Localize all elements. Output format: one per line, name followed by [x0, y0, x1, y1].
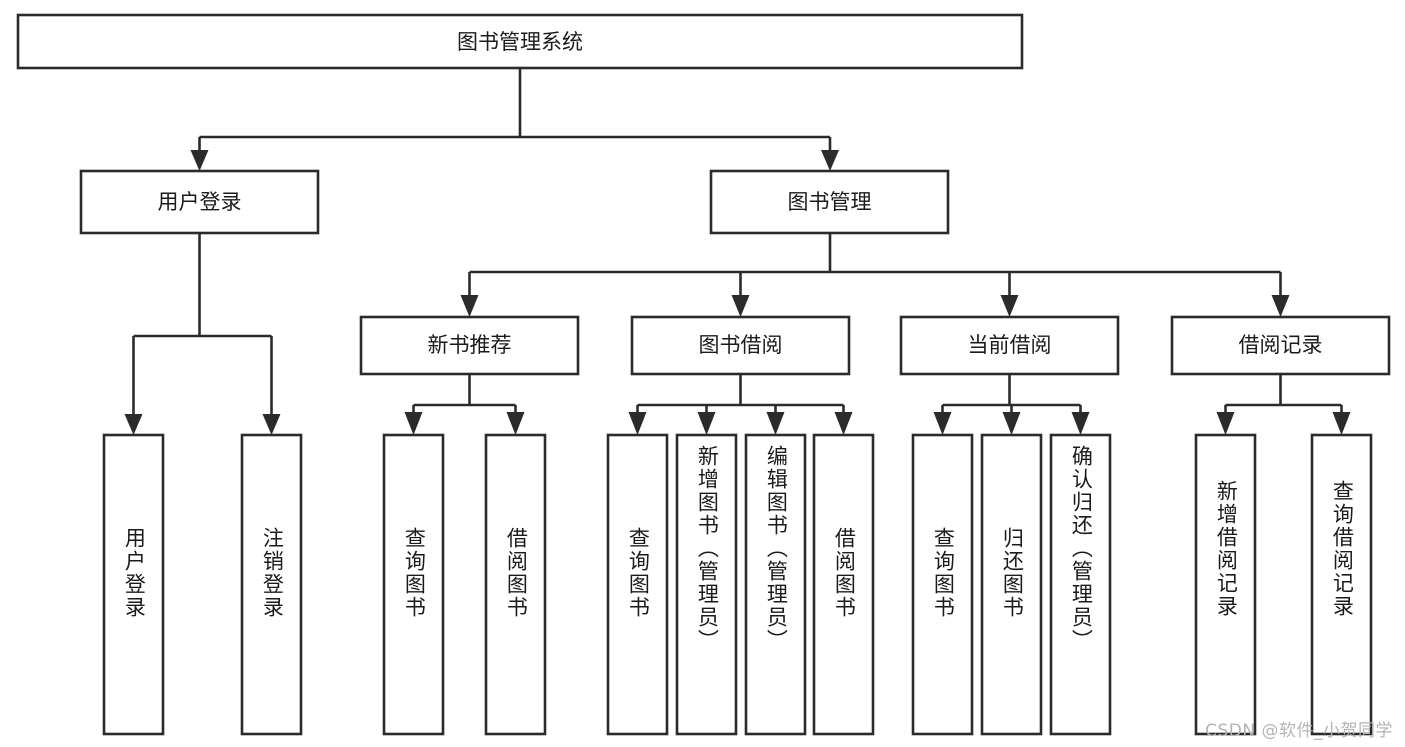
arrowhead-to-book-borrow	[731, 295, 750, 317]
arrowhead-book-borrow-leaf-1	[628, 412, 647, 435]
leaf-box-logout-login[interactable]	[240, 433, 303, 736]
node-user-login-box[interactable]	[79, 169, 320, 235]
leaf-box-query-book-borrow[interactable]	[606, 433, 669, 736]
node-current-borrow-label: 当前借阅	[968, 333, 1052, 357]
node-book-borrow[interactable]: 图书借阅	[630, 315, 851, 376]
arrowhead-to-new-book-recommend	[460, 295, 479, 317]
arrowhead-to-borrow-record	[1271, 295, 1290, 317]
arrowhead-borrow-record-leaf-2	[1332, 412, 1351, 435]
node-new-book-recommend-label: 新书推荐	[428, 333, 512, 357]
node-root-box[interactable]	[16, 13, 1024, 70]
arrowhead-root-to-book-manage	[821, 150, 839, 171]
node-borrow-record-box[interactable]	[1170, 315, 1391, 376]
arrowhead-to-current-borrow	[1000, 295, 1019, 317]
arrowhead-user-login-leaf-2	[262, 414, 281, 435]
arrowhead-current-borrow-leaf-2	[1002, 412, 1021, 435]
node-current-borrow[interactable]: 当前借阅	[899, 315, 1120, 376]
arrowhead-current-borrow-leaf-1	[933, 412, 952, 435]
arrowhead-book-borrow-leaf-2	[697, 412, 716, 435]
node-book-borrow-label: 图书借阅	[699, 333, 783, 357]
arrowhead-root-to-user-login	[190, 150, 209, 171]
leaf-box-confirm-return-admin[interactable]	[1049, 433, 1112, 736]
node-borrow-record[interactable]: 借阅记录	[1170, 315, 1391, 376]
node-borrow-record-label: 借阅记录	[1239, 333, 1323, 357]
node-current-borrow-box[interactable]	[899, 315, 1120, 376]
leaf-box-add-book-admin[interactable]	[675, 433, 738, 736]
leaf-box-return-book[interactable]	[980, 433, 1043, 736]
node-user-login-label: 用户登录	[158, 190, 242, 214]
node-book-manage[interactable]: 图书管理	[709, 169, 950, 235]
node-root-label: 图书管理系统	[457, 30, 583, 54]
connector-layer	[124, 68, 1351, 435]
leaf-box-user-login[interactable]	[102, 433, 165, 736]
arrowhead-book-borrow-leaf-4	[834, 412, 853, 435]
arrowhead-user-login-leaf-1	[124, 414, 143, 435]
leaf-box-borrow-book-recommend[interactable]	[484, 433, 547, 736]
node-user-login[interactable]: 用户登录	[79, 169, 320, 235]
arrowhead-current-borrow-leaf-3	[1071, 412, 1090, 435]
arrowhead-new-book-leaf-2	[506, 412, 525, 435]
leaf-box-query-book-current[interactable]	[911, 433, 974, 736]
node-book-manage-box[interactable]	[709, 169, 950, 235]
leaf-box-query-borrow-record[interactable]	[1310, 433, 1373, 736]
leaf-box-add-borrow-record[interactable]	[1194, 433, 1257, 736]
node-book-manage-label: 图书管理	[788, 190, 872, 214]
node-new-book-recommend[interactable]: 新书推荐	[359, 315, 580, 376]
leaf-box-edit-book-admin[interactable]	[744, 433, 807, 736]
leaf-box-borrow-book[interactable]	[812, 433, 875, 736]
node-book-borrow-box[interactable]	[630, 315, 851, 376]
arrowhead-borrow-record-leaf-1	[1216, 412, 1235, 435]
arrowhead-book-borrow-leaf-3	[766, 412, 785, 435]
node-new-book-recommend-box[interactable]	[359, 315, 580, 376]
arrowhead-new-book-leaf-1	[404, 412, 423, 435]
node-layer: 图书管理系统 用户登录 图书管理 新书推荐 图书借阅 当前	[16, 13, 1391, 736]
node-root[interactable]: 图书管理系统	[16, 13, 1024, 70]
leaf-box-query-book-recommend[interactable]	[382, 433, 445, 736]
